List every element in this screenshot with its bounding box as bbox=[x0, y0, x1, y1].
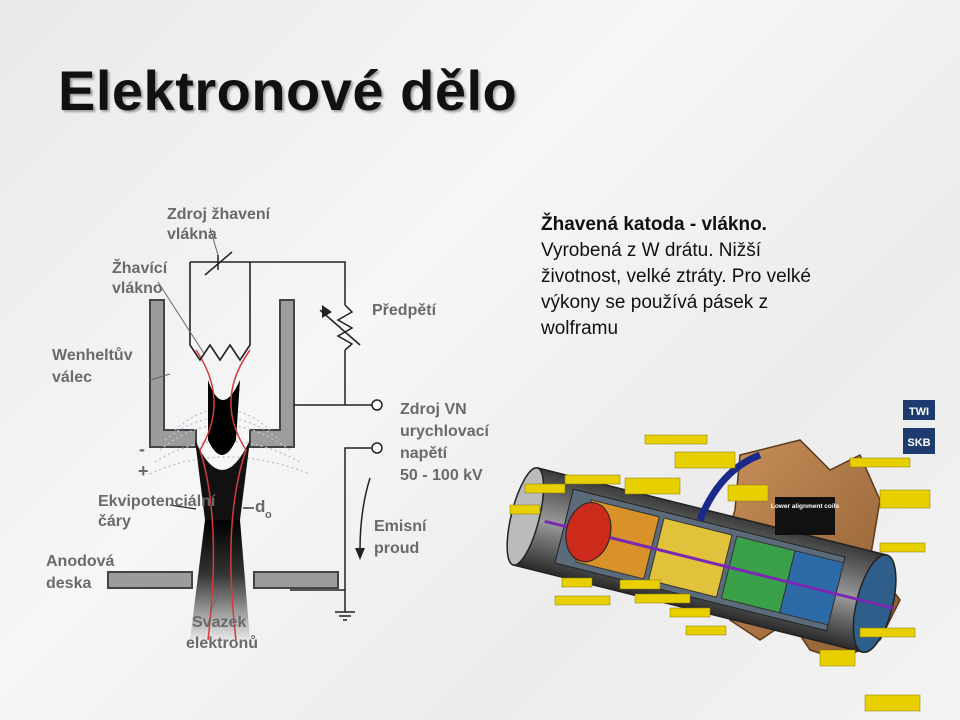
bias-resistor bbox=[336, 304, 354, 351]
label-anode: deska bbox=[46, 575, 91, 592]
emission-arrow bbox=[359, 477, 371, 551]
description-line: Vyrobená z W drátu. Nižší bbox=[541, 240, 761, 261]
bias-circuit-wire bbox=[250, 261, 346, 305]
equipotential-lines bbox=[149, 408, 311, 475]
label-anode: Anodová bbox=[46, 553, 115, 570]
description-line: wolframu bbox=[541, 318, 619, 339]
label-d0-sub: o bbox=[265, 509, 272, 521]
label-bias: Předpětí bbox=[372, 302, 437, 319]
anode-plate-right bbox=[253, 571, 339, 589]
beam-envelope bbox=[195, 349, 251, 641]
coil-callout-text: Lower alignment coils bbox=[771, 503, 840, 510]
hv-terminal-minus bbox=[371, 399, 383, 411]
label-hv: napětí bbox=[400, 445, 448, 462]
heating-filament bbox=[189, 262, 251, 362]
description-heading: Žhavená katoda - vlákno. bbox=[541, 214, 767, 235]
coil-callout-box bbox=[775, 497, 835, 535]
label-beam: elektronů bbox=[186, 635, 258, 652]
anode-plate-left bbox=[107, 571, 193, 589]
label-equipotential: Ekvipotenciální bbox=[98, 493, 216, 510]
label-source-heating: Zdroj žhavení bbox=[167, 206, 271, 223]
label-wehnelt: Wenheltův bbox=[52, 347, 133, 364]
label-wehnelt: válec bbox=[52, 369, 92, 386]
ground-symbol bbox=[335, 611, 355, 621]
label-emission: Emisní bbox=[374, 518, 427, 535]
cathode-cartridge bbox=[565, 502, 612, 563]
logo-twi: TWI bbox=[909, 406, 929, 418]
page-title: Elektronové dělo bbox=[58, 59, 518, 122]
electron-beam-upper bbox=[208, 380, 240, 455]
label-d0: d bbox=[255, 497, 265, 516]
description-line: výkony se používá pásek z bbox=[541, 292, 769, 313]
label-plus: + bbox=[138, 461, 149, 481]
hv-cable bbox=[696, 451, 762, 522]
twi-skb-logo: TWI SKB bbox=[903, 400, 935, 454]
label-source-heating: vlákna bbox=[167, 226, 217, 243]
label-hv: 50 - 100 kV bbox=[400, 467, 483, 484]
label-minus: - bbox=[139, 439, 145, 459]
label-hv: Zdroj VN bbox=[400, 401, 467, 418]
wehnelt-cylinder-right bbox=[249, 299, 295, 448]
label-emission: proud bbox=[374, 540, 419, 557]
label-heating-filament: Žhavící bbox=[112, 258, 168, 277]
electron-beam bbox=[195, 440, 250, 525]
label-equipotential: čáry bbox=[98, 513, 131, 530]
label-beam: Svazek bbox=[192, 614, 246, 631]
label-hv: urychlovací bbox=[400, 423, 489, 440]
description-text: Žhavená katoda - vlákno. Vyrobená z W dr… bbox=[541, 212, 941, 342]
label-heating-filament: vlákno bbox=[112, 280, 163, 297]
electron-beam-lower bbox=[190, 520, 250, 640]
description-line: životnost, velké ztráty. Pro velké bbox=[541, 266, 811, 287]
callout-labels bbox=[509, 434, 931, 712]
logo-skb: SKB bbox=[907, 437, 930, 449]
